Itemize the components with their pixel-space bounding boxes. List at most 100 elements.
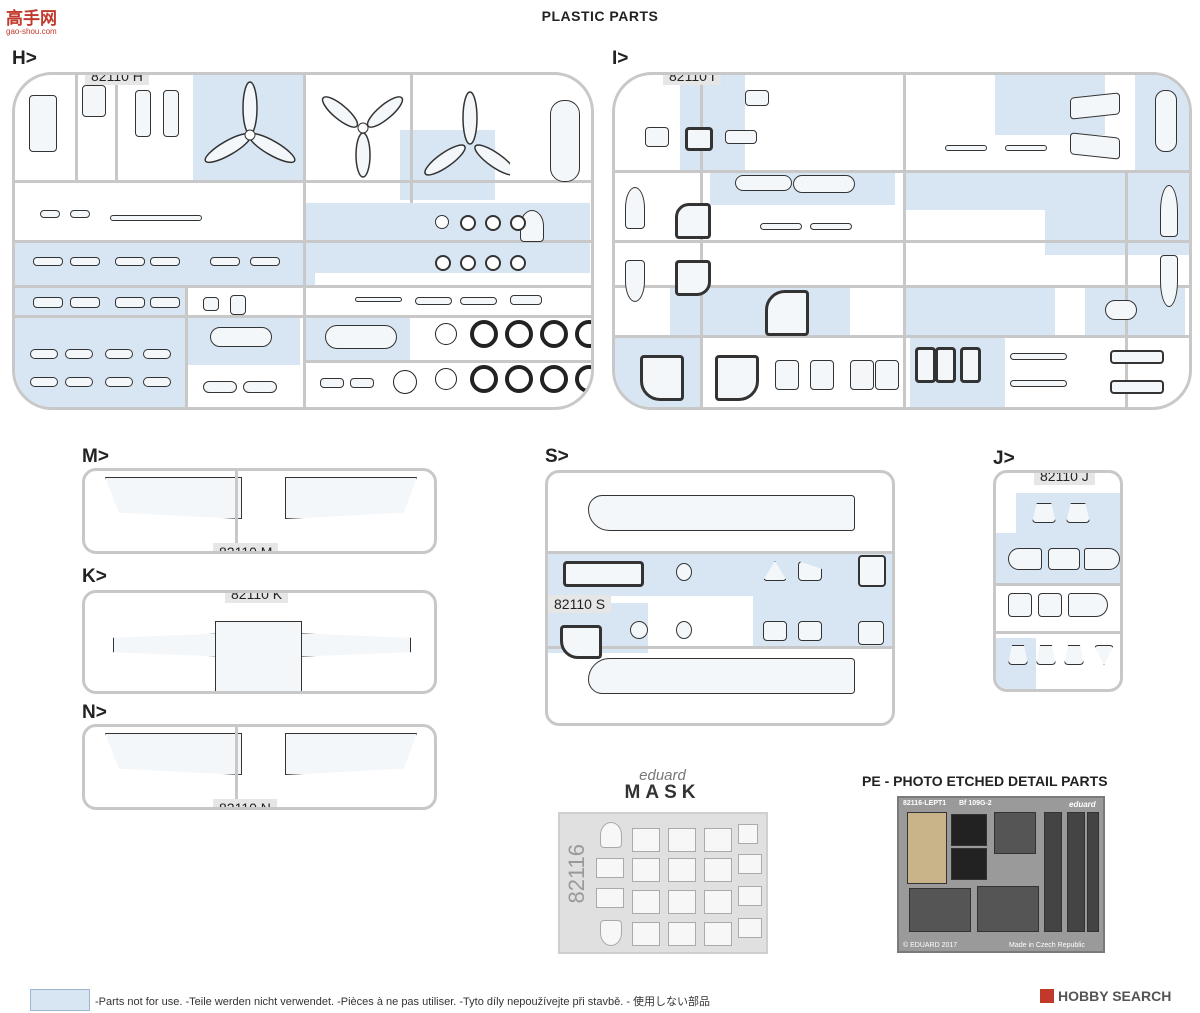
fuselage-half-part (588, 495, 855, 531)
frame-part (1094, 645, 1114, 665)
mask-brand: eduard (639, 767, 686, 784)
sprue-h-code: 82110 H (85, 75, 149, 85)
canopy-part (1048, 548, 1080, 570)
wing-center-part (215, 621, 302, 691)
tire-part (505, 365, 533, 393)
panel-part (625, 260, 645, 302)
panel-part (1160, 255, 1178, 307)
small-part (210, 257, 240, 266)
site-logo-text: 高手网 (6, 9, 57, 28)
small-part (70, 210, 90, 218)
canopy-part (793, 175, 855, 193)
flap-part (1070, 92, 1120, 120)
small-part (70, 297, 100, 308)
frame-part (645, 127, 669, 147)
canopy-part (1008, 548, 1042, 570)
small-part (243, 381, 277, 393)
sprue-j-letter: J> (993, 448, 1015, 469)
leg-part (135, 90, 151, 137)
frame-part (915, 347, 936, 383)
small-part (30, 349, 58, 359)
pe-fret-model: Bf 109G-2 (959, 800, 992, 807)
sprue-k-code: 82110 K (225, 593, 289, 603)
mask-label: MASK (624, 782, 701, 803)
pe-fret-brand: eduard (1069, 800, 1096, 809)
small-part (676, 563, 692, 581)
tire-part (575, 320, 591, 348)
sprue-k-frame: 82110 K (82, 590, 437, 694)
canopy-part (735, 175, 792, 191)
small-part (203, 297, 219, 311)
pe-fret: 82116-LEPT1 Bf 109G-2 eduard © EDUARD 20… (897, 796, 1105, 953)
propeller-part (204, 81, 296, 164)
panel-part (850, 360, 874, 390)
small-part (510, 295, 542, 305)
exhaust-part (563, 561, 644, 587)
small-part (725, 130, 757, 144)
small-part (250, 257, 280, 266)
panel-part (775, 360, 799, 390)
panel-part (82, 85, 106, 117)
flap-part (1070, 132, 1120, 160)
small-part (945, 145, 987, 151)
small-part (33, 297, 63, 308)
small-part (65, 377, 93, 387)
pe-copyright: © EDUARD 2017 (903, 942, 958, 949)
sprue-n-frame: 82110 N (82, 724, 437, 810)
frame-part (935, 347, 956, 383)
small-part (415, 297, 452, 305)
small-part (350, 378, 374, 388)
small-part (676, 621, 692, 639)
wing-part (285, 733, 417, 775)
small-part (65, 349, 93, 359)
tank-part (1155, 90, 1177, 152)
canopy-part (210, 327, 272, 347)
small-part (105, 377, 133, 387)
panel-part (763, 621, 787, 641)
small-part (143, 377, 171, 387)
pe-title: PE - PHOTO ETCHED DETAIL PARTS (862, 773, 1108, 789)
sprue-i-code: 82110 I (663, 75, 721, 85)
sprue-s-frame: 82110 S (545, 470, 895, 726)
pe-fret-code: 82116-LEPT1 (903, 800, 947, 807)
hub-part (435, 368, 457, 390)
small-part (30, 377, 58, 387)
small-part (1110, 380, 1164, 394)
small-part (745, 90, 769, 106)
panel-part (875, 360, 899, 390)
sprue-s-code: 82110 S (548, 595, 612, 613)
spinner-part (393, 370, 417, 394)
small-part (230, 295, 246, 315)
sprue-i-letter: I> (612, 48, 629, 69)
hub-part (435, 323, 457, 345)
frame-part (1064, 645, 1084, 665)
pe-made-in: Made in Czech Republic (1009, 942, 1085, 949)
sprue-j-code: 82110 J (1034, 473, 1095, 485)
canopy-part (325, 325, 397, 349)
canopy-part (1038, 593, 1062, 617)
frame-part (1036, 645, 1056, 665)
small-part (40, 210, 60, 218)
small-part (115, 297, 145, 308)
small-part (1005, 145, 1047, 151)
sprue-k-letter: K> (82, 566, 107, 587)
small-part (320, 378, 344, 388)
fuselage-half-part (588, 658, 855, 694)
sprue-m-letter: M> (82, 446, 109, 467)
site-logo: 高手网 gao-shou.com (6, 4, 57, 36)
canopy-part (1084, 548, 1120, 570)
panel-part (625, 187, 645, 229)
panel-part (858, 555, 886, 587)
panel-part (1160, 185, 1178, 237)
small-part (810, 223, 852, 230)
wing-part (105, 733, 242, 775)
footer-watermark: HOBBY SEARCH (1040, 988, 1171, 1004)
sprue-h-letter: H> (12, 48, 37, 69)
panel-part (520, 210, 544, 242)
seat-part (29, 95, 57, 152)
canopy-part (1008, 593, 1032, 617)
small-part (1105, 300, 1137, 320)
small-part (1110, 350, 1164, 364)
canopy-frame-part (765, 290, 809, 336)
small-part (105, 349, 133, 359)
